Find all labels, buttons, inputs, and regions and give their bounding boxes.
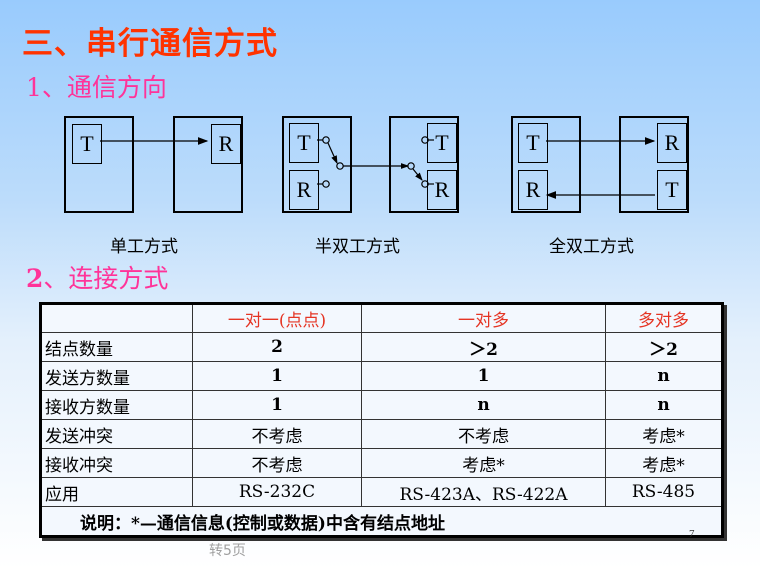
receiver-unit: R <box>289 170 319 210</box>
table-cell: 1 <box>192 390 362 420</box>
section-label: 连接方式 <box>68 264 169 293</box>
right-station: R <box>173 116 243 213</box>
arrow-icon <box>100 137 209 145</box>
table-cell: 不考虑 <box>192 448 362 478</box>
switch-arrow-icon <box>317 136 434 188</box>
table-cell: 不考虑 <box>192 419 362 449</box>
row-label: 接收冲突 <box>40 448 193 478</box>
table-cell: 2 <box>192 332 362 362</box>
table-cell: ＞2 <box>605 332 723 362</box>
table-cell: n <box>605 361 723 391</box>
table-header-row: 一对一(点点) 一对多 多对多 <box>40 303 723 333</box>
table-note-row: 说明：*—通信信息(控制或数据)中含有结点地址 <box>40 506 723 537</box>
table-cell: 不考虑 <box>361 419 606 449</box>
table-row: 发送冲突 不考虑 不考虑 考虑* <box>40 419 723 449</box>
section-label: 通信方向 <box>66 73 167 102</box>
receiver-unit: R <box>211 124 241 164</box>
simplex-caption: 单工方式 <box>110 237 178 257</box>
table-cell: 考虑* <box>605 419 723 449</box>
row-label: 结点数量 <box>40 332 193 362</box>
transmitter-unit: T <box>72 124 102 164</box>
half-duplex-diagram: T R T R <box>282 116 472 216</box>
table-cell: RS-423A、RS-422A <box>361 477 606 507</box>
table-cell: n <box>361 390 606 420</box>
row-label: 应用 <box>40 477 193 507</box>
header-many-to-many: 多对多 <box>605 303 723 333</box>
row-label: 发送冲突 <box>40 419 193 449</box>
header-one-to-many: 一对多 <box>361 303 606 333</box>
table-cell: RS-232C <box>192 477 362 507</box>
row-label: 接收方数量 <box>40 390 193 420</box>
goto-page-link[interactable]: 转5页 <box>209 543 246 559</box>
table-cell: 1 <box>192 361 362 391</box>
table-cell: 考虑* <box>605 448 723 478</box>
row-label: 发送方数量 <box>40 361 193 391</box>
header-cell-empty <box>40 303 193 333</box>
right-station: R T <box>619 116 689 213</box>
transmitter-unit: T <box>289 123 319 163</box>
table-cell: 1 <box>361 361 606 391</box>
receiver-unit: R <box>518 170 548 210</box>
section-number: 1 <box>26 73 42 102</box>
table-cell: ＞2 <box>361 332 606 362</box>
bidirectional-arrows-icon <box>545 137 656 199</box>
page-number: 7 <box>689 528 695 540</box>
section-number: 2 <box>26 264 44 293</box>
right-station: T R <box>389 116 459 213</box>
table-cell: 考虑* <box>361 448 606 478</box>
transmitter-unit: T <box>427 123 457 163</box>
section-heading-communication-direction: 1、通信方向 <box>26 68 167 104</box>
half-duplex-caption: 半双工方式 <box>315 237 400 257</box>
transmitter-unit: T <box>518 123 548 163</box>
full-duplex-caption: 全双工方式 <box>549 237 634 257</box>
receiver-unit: R <box>427 170 457 210</box>
receiver-unit: R <box>657 123 687 163</box>
table-row: 发送方数量 1 1 n <box>40 361 723 391</box>
transmitter-unit: T <box>657 170 687 210</box>
connection-mode-table: 一对一(点点) 一对多 多对多 结点数量 2 ＞2 ＞2 发送方数量 1 1 n… <box>39 302 724 538</box>
table-cell: n <box>605 390 723 420</box>
table-note: 说明：*—通信信息(控制或数据)中含有结点地址 <box>40 506 723 537</box>
table-row: 应用 RS-232C RS-423A、RS-422A RS-485 <box>40 477 723 507</box>
table-row: 接收方数量 1 n n <box>40 390 723 420</box>
left-station: T <box>64 116 134 213</box>
slide-title: 三、串行通信方式 <box>22 26 278 62</box>
separator: 、 <box>43 264 69 293</box>
table-cell: RS-485 <box>605 477 723 507</box>
left-station: T R <box>282 116 352 213</box>
left-station: T R <box>511 116 581 213</box>
section-heading-connection-mode: 2、连接方式 <box>26 259 168 295</box>
separator: 、 <box>41 73 67 102</box>
table-row: 接收冲突 不考虑 考虑* 考虑* <box>40 448 723 478</box>
simplex-diagram: T R <box>64 116 254 216</box>
header-one-to-one: 一对一(点点) <box>192 303 362 333</box>
table-row: 结点数量 2 ＞2 ＞2 <box>40 332 723 362</box>
full-duplex-diagram: T R R T <box>511 116 701 216</box>
